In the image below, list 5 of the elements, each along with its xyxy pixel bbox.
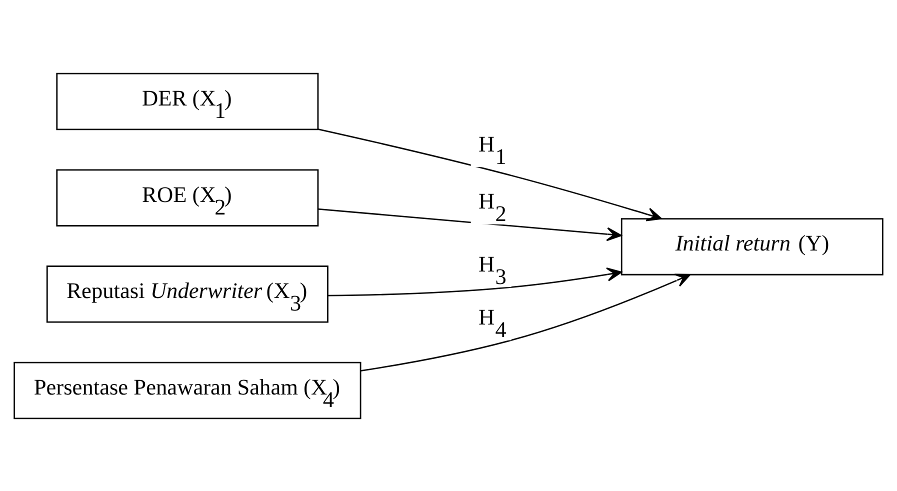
node-box: Initial return (Y)	[620, 218, 884, 275]
arrow	[318, 208, 622, 241]
arrow	[328, 267, 622, 296]
arrow	[318, 128, 662, 221]
arrow	[360, 273, 691, 371]
